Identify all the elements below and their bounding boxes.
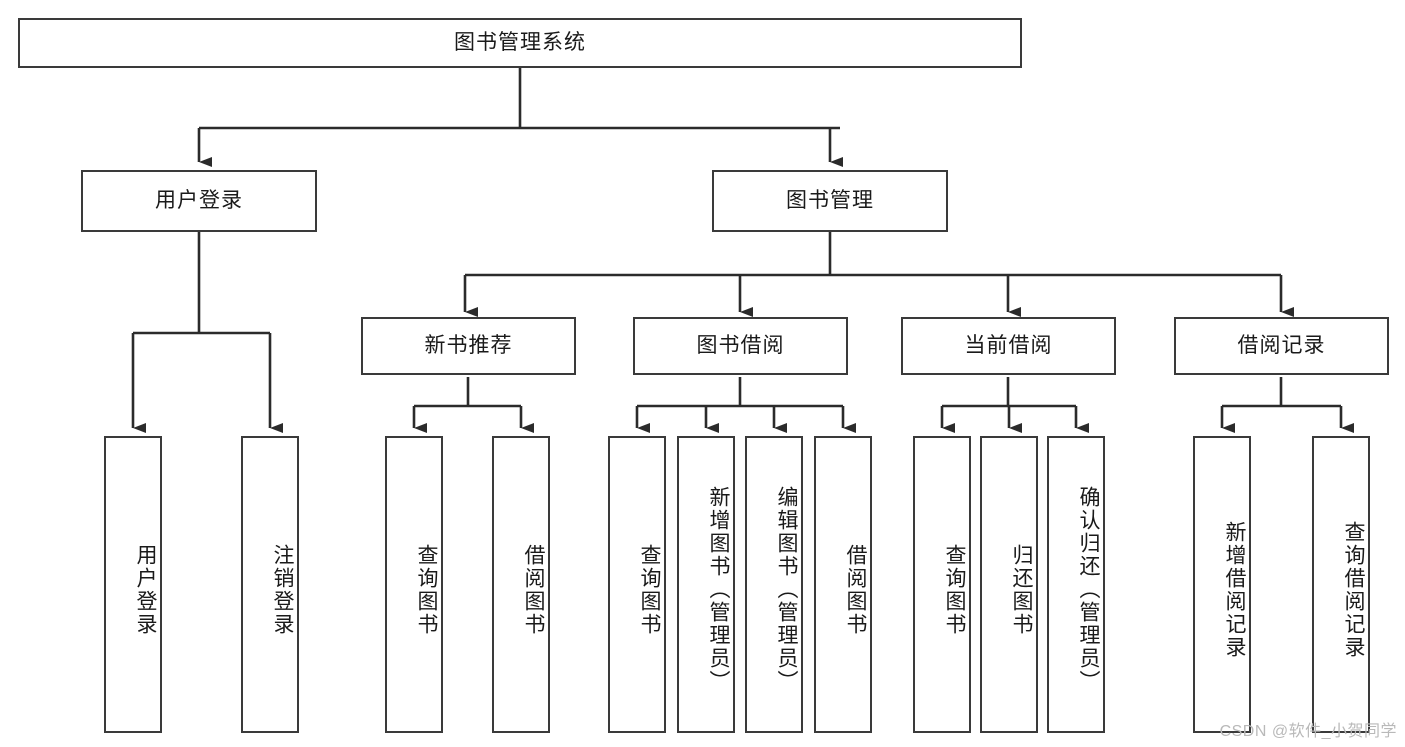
node-leaf-user-logout-label: 注销登录 <box>271 543 294 636</box>
node-book-manage[interactable]: 图书管理 <box>712 170 948 232</box>
node-leaf-edit-book-label: 编辑图书（管理员） <box>775 486 798 693</box>
node-leaf-add-book-label: 新增图书（管理员） <box>707 486 730 693</box>
node-leaf-add-record-label: 新增借阅记录 <box>1223 520 1246 659</box>
node-leaf-query-record[interactable]: 查询借阅记录 <box>1312 436 1370 733</box>
node-leaf-query-book-2[interactable]: 查询图书 <box>608 436 666 733</box>
node-user-login-label: 用户登录 <box>155 189 243 213</box>
node-current-borrow-label: 当前借阅 <box>964 334 1053 358</box>
node-borrow-record[interactable]: 借阅记录 <box>1174 317 1389 375</box>
node-leaf-confirm-return-label: 确认归还（管理员） <box>1077 486 1100 693</box>
node-book-manage-label: 图书管理 <box>786 189 874 213</box>
node-borrow-record-label: 借阅记录 <box>1237 334 1326 358</box>
node-book-borrow-label: 图书借阅 <box>696 334 785 358</box>
node-leaf-user-login[interactable]: 用户登录 <box>104 436 162 733</box>
node-leaf-query-book-2-label: 查询图书 <box>638 543 661 636</box>
node-leaf-query-book-1-label: 查询图书 <box>415 543 438 636</box>
node-leaf-query-record-label: 查询借阅记录 <box>1342 520 1365 659</box>
node-leaf-user-logout[interactable]: 注销登录 <box>241 436 299 733</box>
node-leaf-add-book[interactable]: 新增图书（管理员） <box>677 436 735 733</box>
node-current-borrow[interactable]: 当前借阅 <box>901 317 1116 375</box>
node-leaf-return-book[interactable]: 归还图书 <box>980 436 1038 733</box>
watermark: CSDN @软件_小贺同学 <box>1219 723 1397 740</box>
node-leaf-user-login-label: 用户登录 <box>134 543 157 636</box>
node-leaf-borrow-book-1-label: 借阅图书 <box>522 543 545 636</box>
node-new-book-recommend-label: 新书推荐 <box>424 334 513 358</box>
node-leaf-query-book-1[interactable]: 查询图书 <box>385 436 443 733</box>
node-book-borrow[interactable]: 图书借阅 <box>633 317 848 375</box>
node-leaf-return-book-label: 归还图书 <box>1010 543 1033 636</box>
node-root-label: 图书管理系统 <box>454 31 586 55</box>
node-leaf-confirm-return[interactable]: 确认归还（管理员） <box>1047 436 1105 733</box>
node-user-login[interactable]: 用户登录 <box>81 170 317 232</box>
node-root[interactable]: 图书管理系统 <box>18 18 1022 68</box>
node-leaf-edit-book[interactable]: 编辑图书（管理员） <box>745 436 803 733</box>
node-leaf-borrow-book-2-label: 借阅图书 <box>844 543 867 636</box>
node-leaf-query-book-3[interactable]: 查询图书 <box>913 436 971 733</box>
node-leaf-query-book-3-label: 查询图书 <box>943 543 966 636</box>
node-leaf-add-record[interactable]: 新增借阅记录 <box>1193 436 1251 733</box>
node-new-book-recommend[interactable]: 新书推荐 <box>361 317 576 375</box>
node-leaf-borrow-book-1[interactable]: 借阅图书 <box>492 436 550 733</box>
node-leaf-borrow-book-2[interactable]: 借阅图书 <box>814 436 872 733</box>
